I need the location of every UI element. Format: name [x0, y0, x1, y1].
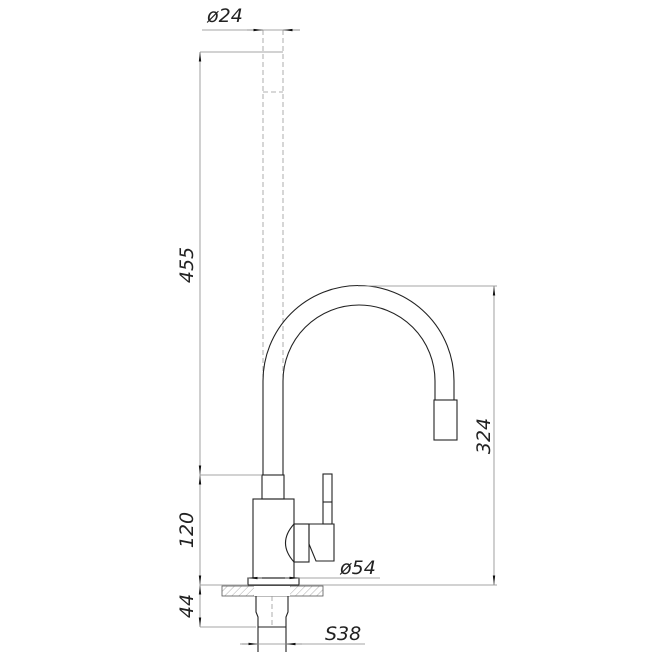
height-324-label: 324	[473, 418, 495, 454]
spout	[262, 285, 458, 475]
thread-s38-label: S38	[325, 623, 361, 645]
faucet-body	[247, 473, 335, 586]
diameter-54-label: ø54	[339, 557, 376, 579]
base-plate	[247, 577, 300, 586]
height-455-label: 455	[176, 247, 198, 283]
hose-hidden-lines	[262, 30, 284, 377]
height-44-label: 44	[176, 594, 198, 618]
extension-lines	[200, 29, 497, 645]
diameter-24-label: ø24	[206, 5, 243, 27]
aerator-nozzle	[433, 399, 458, 441]
lever-handle	[322, 473, 333, 525]
dimension-lines	[198, 28, 496, 646]
height-120-label: 120	[176, 512, 198, 548]
shank	[255, 596, 289, 652]
